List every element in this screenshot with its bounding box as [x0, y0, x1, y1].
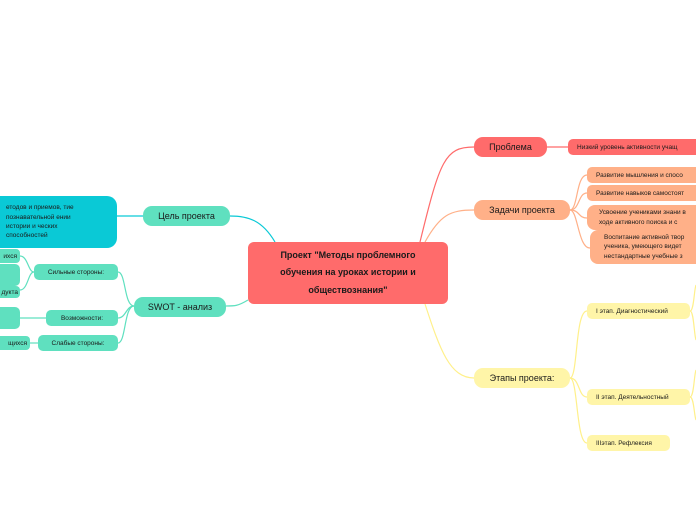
branch-problem[interactable]: Проблема [474, 137, 547, 157]
stage-item-label: I этап. Диагностический [596, 307, 668, 315]
swot-opportunities[interactable]: Возможности: [46, 310, 118, 326]
branch-tasks-label: Задачи проекта [489, 205, 555, 215]
branch-tasks[interactable]: Задачи проекта [474, 200, 570, 220]
stage-item-label: II этап. Деятельностный [596, 393, 669, 401]
task-item-label: Развитие навыков самостоят [596, 189, 685, 197]
stage-item[interactable]: II этап. Деятельностный [587, 389, 690, 405]
task-item-label: Воспитание активной твор ученика, умеюще… [604, 233, 685, 260]
branch-goal[interactable]: Цель проекта [143, 206, 230, 226]
swot-leaf[interactable]: ихся [0, 249, 20, 263]
problem-child-label: Низкий уровень активности учащ [577, 143, 678, 151]
swot-leaf[interactable]: щихся [0, 336, 30, 350]
swot-weaknesses[interactable]: Слабые стороны: [38, 335, 118, 351]
branch-swot-label: SWOT - анализ [147, 302, 213, 312]
swot-leaf-label: щихся [8, 339, 27, 347]
root-topic[interactable]: Проект "Методы проблемного обучения на у… [248, 242, 448, 304]
task-item-label: Развитие мышления и спосо [596, 171, 683, 179]
root-topic-label: Проект "Методы проблемного обучения на у… [280, 249, 416, 295]
branch-stages[interactable]: Этапы проекта: [474, 368, 570, 388]
swot-leaf[interactable]: дукта [0, 286, 20, 298]
branch-stages-label: Этапы проекта: [489, 373, 555, 383]
problem-child[interactable]: Низкий уровень активности учащ [568, 139, 696, 155]
branch-goal-label: Цель проекта [158, 211, 215, 221]
swot-opportunities-label: Возможности: [60, 314, 104, 322]
branch-swot[interactable]: SWOT - анализ [134, 297, 226, 317]
swot-leaf[interactable] [0, 307, 20, 329]
branch-problem-label: Проблема [489, 142, 532, 152]
swot-leaf-block[interactable] [0, 264, 20, 286]
swot-strengths[interactable]: Сильные стороны: [34, 264, 118, 280]
task-item[interactable]: Усвоение учениками знани в ходе активног… [587, 205, 696, 230]
stage-item-label: IIIэтап. Рефлексия [596, 439, 652, 447]
swot-leaf-label: ихся [3, 252, 17, 260]
swot-weaknesses-label: Слабые стороны: [51, 339, 105, 347]
task-item-label: Усвоение учениками знани в ходе активног… [599, 209, 686, 226]
task-item[interactable]: Воспитание активной твор ученика, умеюще… [590, 230, 696, 264]
swot-leaf-label: дукта [1, 288, 18, 296]
task-item[interactable]: Развитие мышления и спосо [587, 167, 696, 183]
goal-child[interactable]: етодов и приемов, тие познавательной ени… [0, 196, 117, 248]
stage-item[interactable]: IIIэтап. Рефлексия [587, 435, 670, 451]
swot-strengths-label: Сильные стороны: [47, 268, 105, 276]
goal-child-label: етодов и приемов, тие познавательной ени… [6, 204, 74, 240]
task-item[interactable]: Развитие навыков самостоят [587, 185, 696, 201]
stage-item[interactable]: I этап. Диагностический [587, 303, 690, 319]
